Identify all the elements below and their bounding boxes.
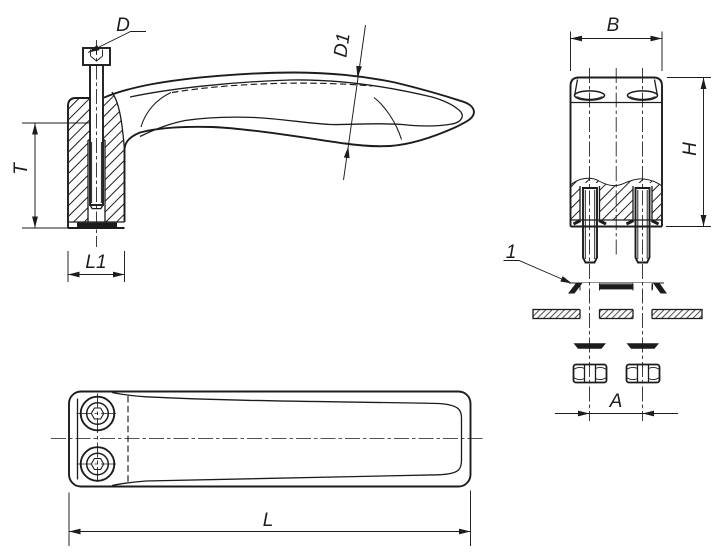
dim-label-D: D — [116, 15, 130, 36]
hex-nut-left — [572, 363, 608, 384]
screw-tip — [89, 204, 104, 210]
mounting-plate — [532, 308, 703, 320]
dimension-L1: L1 — [67, 251, 125, 282]
dim-label-B: B — [607, 15, 620, 36]
dim-label-T: T — [11, 162, 32, 175]
dim-label-D1: D1 — [330, 32, 354, 59]
dimension-H: H — [666, 77, 711, 227]
break-line — [570, 177, 663, 187]
base-pad — [77, 222, 117, 228]
dimension-L: L — [68, 490, 471, 546]
plan-screw-centerlines — [76, 393, 118, 485]
section-hatch-left — [68, 98, 90, 222]
stud-left — [582, 187, 598, 264]
plan-outline — [68, 390, 472, 488]
hex-nut-right — [625, 363, 661, 384]
dimension-B: B — [570, 15, 663, 71]
hidden-edge — [171, 82, 373, 94]
callout-label-1: 1 — [506, 242, 517, 263]
front-centerlines — [589, 68, 643, 421]
dim-label-L1: L1 — [85, 252, 106, 273]
callout-1: 1 — [503, 242, 574, 287]
dimension-A: A — [555, 391, 678, 417]
gasket — [568, 282, 667, 294]
dim-label-H: H — [680, 142, 701, 156]
dim-label-L: L — [263, 510, 274, 531]
dim-label-A: A — [609, 391, 623, 412]
stud-exit-marks — [572, 219, 660, 226]
plan-view — [51, 390, 484, 488]
dimension-D1: D1 — [330, 24, 366, 181]
grip-inner-contour — [129, 79, 463, 138]
dimension-T: T — [11, 122, 90, 229]
grip-outline — [103, 71, 475, 222]
side-view-section — [67, 40, 475, 247]
post-outline — [67, 97, 90, 228]
dimension-D-leader: D — [86, 15, 146, 56]
front-view — [532, 68, 703, 421]
section-hatch-right — [103, 92, 125, 222]
plan-inner-contour — [111, 391, 463, 487]
